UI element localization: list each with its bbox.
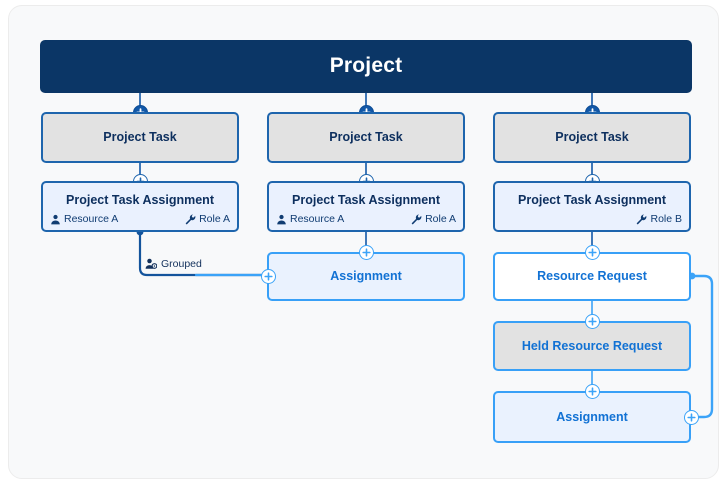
pta-2-label: Project Task Assignment <box>292 192 440 207</box>
pta-1-role-chip: Role A <box>185 213 230 225</box>
project-task-assignment-node-1[interactable]: Project Task Assignment Resource A Role … <box>41 181 239 232</box>
person-icon <box>277 214 286 224</box>
project-node-body: Project <box>41 41 691 92</box>
plus-icon <box>587 386 597 396</box>
pta-1-body: Project Task Assignment Resource A Role … <box>43 183 237 230</box>
plus-icon <box>687 412 696 422</box>
plus-icon <box>263 271 273 281</box>
plus-icon <box>361 247 371 257</box>
pta-2-body: Project Task Assignment Resource A Role … <box>269 183 463 230</box>
plus-knob-assignment-node-3-top[interactable] <box>584 383 600 399</box>
pta-1-resource-label: Resource A <box>64 213 119 225</box>
pta-1-label: Project Task Assignment <box>66 192 214 207</box>
assignment-node-3[interactable]: Assignment <box>493 391 691 443</box>
held-resource-request-body: Held Resource Request <box>495 323 689 369</box>
pta-3-label: Project Task Assignment <box>518 192 666 207</box>
project-task-node-1[interactable]: Project Task <box>41 112 239 163</box>
project-task-node-3[interactable]: Project Task <box>493 112 691 163</box>
resource-request-body: Resource Request <box>495 254 689 299</box>
project-task-2-label: Project Task <box>329 130 403 145</box>
assignment-2-body: Assignment <box>269 254 463 299</box>
person-icon <box>51 214 60 224</box>
pta-3-role-label: Role B <box>650 213 682 225</box>
pta-1-role-label: Role A <box>199 213 230 225</box>
project-task-assignment-node-3[interactable]: Project Task Assignment Role B <box>493 181 691 232</box>
project-task-2-body: Project Task <box>269 114 463 161</box>
pta-1-resource-chip: Resource A <box>50 213 118 225</box>
assignment-2-label: Assignment <box>330 269 402 284</box>
project-task-3-label: Project Task <box>555 130 629 145</box>
plus-knob-resource-request-top[interactable] <box>584 244 600 260</box>
project-task-1-label: Project Task <box>103 130 177 145</box>
pta-2-meta: Resource A Role A <box>276 213 456 225</box>
pta-2-resource-chip: Resource A <box>276 213 344 225</box>
pta-3-meta: Role B <box>502 213 682 225</box>
pta-3-body: Project Task Assignment Role B <box>495 183 689 230</box>
wrench-icon <box>185 213 196 224</box>
pta-2-role-chip: Role A <box>411 213 456 225</box>
wrench-icon <box>637 213 647 224</box>
plus-knob-assignment-node-3-right[interactable] <box>684 409 699 425</box>
edge-label-grouped: Grouped <box>145 258 202 270</box>
wrench-icon <box>411 213 422 224</box>
held-resource-request-label: Held Resource Request <box>521 338 663 353</box>
pta-2-role-label: Role A <box>425 213 456 225</box>
plus-icon <box>587 316 597 326</box>
project-task-node-2[interactable]: Project Task <box>267 112 465 163</box>
project-node[interactable]: Project <box>40 40 692 93</box>
project-node-label: Project <box>329 54 403 78</box>
project-task-3-body: Project Task <box>495 114 689 161</box>
project-task-1-body: Project Task <box>43 114 237 161</box>
plus-knob-assignment-node-2-top[interactable] <box>358 244 374 260</box>
project-task-assignment-node-2[interactable]: Project Task Assignment Resource A Role … <box>267 181 465 232</box>
pta-2-resource-label: Resource A <box>290 213 345 225</box>
plus-knob-held-resource-request-top[interactable] <box>584 313 600 329</box>
assignment-node-2[interactable]: Assignment <box>267 252 465 301</box>
edge-label-grouped-text: Grouped <box>161 258 202 270</box>
held-resource-request-node[interactable]: Held Resource Request <box>493 321 691 371</box>
pta-3-role-chip: Role B <box>636 213 682 225</box>
resource-request-label: Resource Request <box>537 269 647 284</box>
assignment-3-label: Assignment <box>556 409 628 424</box>
assignment-3-body: Assignment <box>495 393 689 441</box>
plus-icon <box>587 247 597 257</box>
plus-knob-assignment-node-2-left[interactable] <box>260 268 276 284</box>
pta-1-meta: Resource A Role A <box>50 213 230 225</box>
person-group-icon <box>145 258 157 269</box>
